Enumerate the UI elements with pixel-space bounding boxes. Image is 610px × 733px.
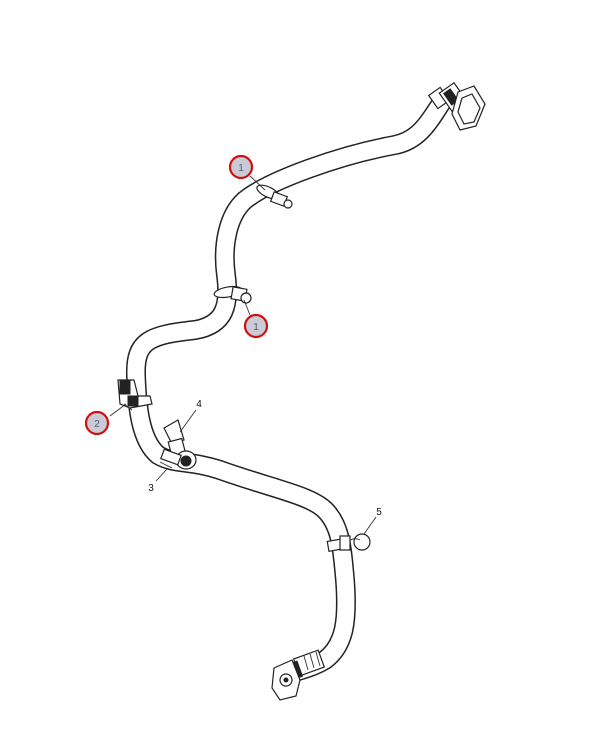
- bracket-2: [117, 379, 153, 411]
- clip-1-mid: [213, 285, 252, 304]
- callout-1-top-label: 1: [238, 163, 244, 174]
- callout-2-label: 2: [94, 419, 100, 430]
- leader-lines: [109, 175, 377, 535]
- callout-1-top[interactable]: 1: [228, 154, 254, 180]
- callout-4-label: 4: [196, 399, 202, 410]
- clip-1-top: [256, 184, 293, 209]
- top-quick-connector: [427, 81, 486, 131]
- clamp-assembly-3-4: [159, 419, 197, 470]
- callout-1-mid[interactable]: 1: [243, 313, 269, 339]
- clip-5: [326, 533, 371, 553]
- callout-2[interactable]: 2: [84, 410, 110, 436]
- hose: [125, 92, 452, 682]
- callout-1-mid-label: 1: [253, 322, 259, 333]
- callout-5-label: 5: [376, 507, 382, 518]
- bottom-quick-connector: [271, 649, 326, 701]
- callout-3-label: 3: [148, 483, 154, 494]
